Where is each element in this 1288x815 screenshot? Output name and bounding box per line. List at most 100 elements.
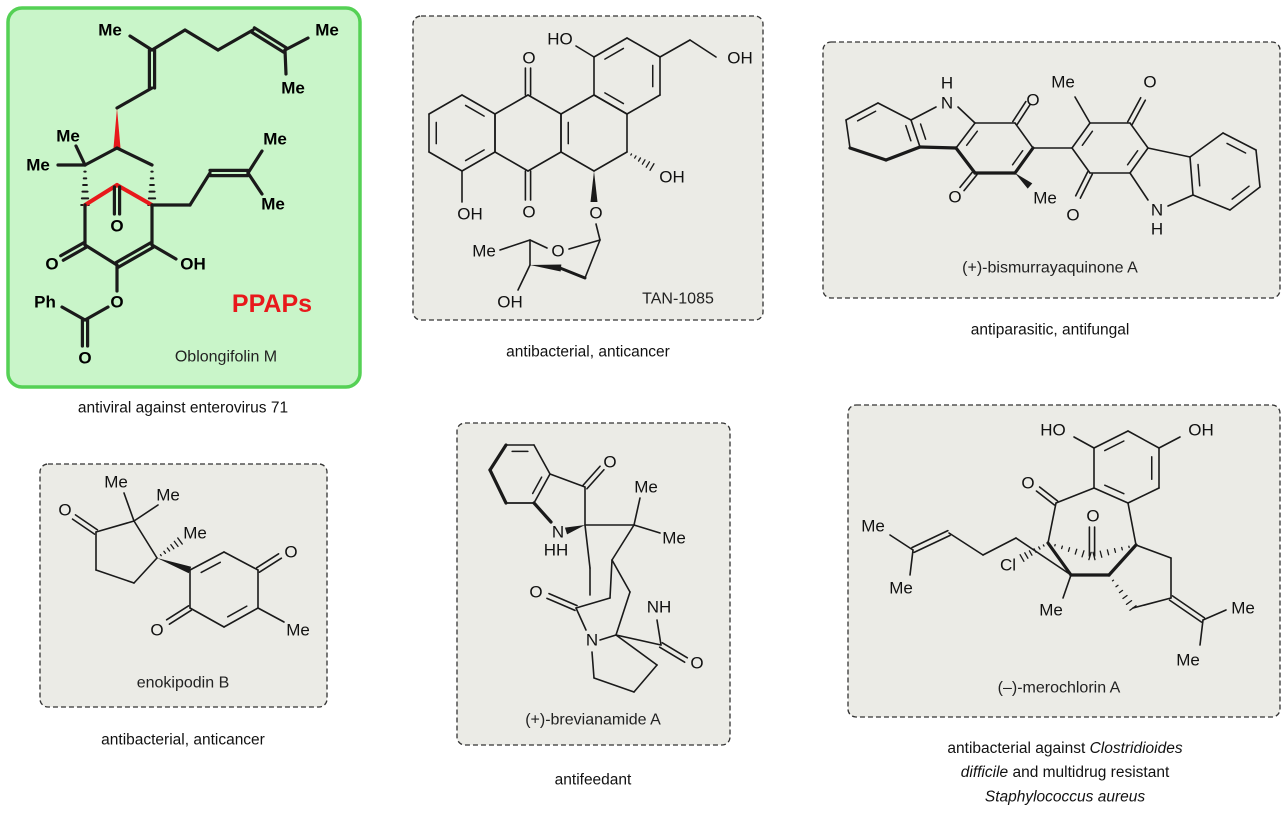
bond xyxy=(133,520,158,559)
bond xyxy=(461,151,496,172)
bond xyxy=(250,30,286,54)
bond xyxy=(982,537,1017,556)
bond xyxy=(955,122,976,149)
atom-label: Me xyxy=(1231,599,1255,618)
bond xyxy=(1042,544,1045,547)
bond xyxy=(1189,132,1224,158)
atom-label: Cl xyxy=(1000,556,1016,575)
bond xyxy=(283,36,310,52)
bond xyxy=(252,26,288,50)
bond xyxy=(641,159,646,165)
bond xyxy=(200,561,222,574)
atom-label: OH xyxy=(457,205,483,224)
activity-caption: antibacterial, anticancer xyxy=(101,732,265,749)
bond xyxy=(223,551,259,571)
atom-label: N xyxy=(941,94,953,113)
atom-label: Me xyxy=(286,621,310,640)
bond xyxy=(1118,589,1124,594)
bond xyxy=(488,443,508,472)
bond xyxy=(1121,546,1123,551)
compound-name: TAN-1085 xyxy=(642,291,714,308)
bond xyxy=(913,534,951,554)
bond xyxy=(1127,502,1137,546)
bond xyxy=(258,557,283,573)
bond xyxy=(1104,484,1125,495)
bond xyxy=(533,473,551,504)
bond xyxy=(959,170,974,189)
bond xyxy=(905,124,912,142)
bond xyxy=(464,149,485,162)
bond xyxy=(649,163,655,171)
bond xyxy=(963,173,978,192)
bond-layer xyxy=(56,26,1261,693)
atom-label: Me xyxy=(889,579,913,598)
atom-label: Me xyxy=(472,242,496,261)
compound-name: Oblongifolin M xyxy=(175,349,277,366)
activity-caption: antifeedant xyxy=(555,772,632,789)
bond xyxy=(83,183,119,207)
bond xyxy=(1129,122,1149,149)
bond xyxy=(1189,156,1194,196)
bond xyxy=(586,468,605,490)
atom-label: Me xyxy=(104,473,128,492)
bond xyxy=(115,146,154,167)
bond xyxy=(848,146,888,162)
bond xyxy=(1093,487,1129,504)
bond xyxy=(257,607,285,623)
molecule-enokipodin-b: Me Me O Me O O Me enokipodin B xyxy=(58,473,309,692)
bond xyxy=(128,34,154,52)
bond xyxy=(568,239,601,250)
bond xyxy=(1231,185,1250,200)
bond xyxy=(1014,122,1034,149)
bond xyxy=(115,86,154,110)
bond xyxy=(1255,149,1261,188)
compound-name: (+)-bismurrayaquinone A xyxy=(962,260,1138,277)
bond xyxy=(918,145,958,150)
bond xyxy=(1074,171,1089,197)
atom-label: O xyxy=(1021,474,1034,493)
bond xyxy=(177,537,183,545)
bond xyxy=(216,28,255,52)
bond xyxy=(1062,574,1072,599)
panel-box-brevianamide xyxy=(456,422,731,746)
bond xyxy=(661,641,689,659)
bond xyxy=(549,473,586,488)
bond xyxy=(1079,173,1094,199)
bond xyxy=(1107,543,1138,577)
molecule-brevianamide-a: O Me N HH Me O NH N O (+)-brevianamide A xyxy=(525,453,703,729)
bond xyxy=(1167,194,1194,207)
bond xyxy=(1074,548,1078,555)
atom-label: OH xyxy=(497,293,523,312)
bond xyxy=(1038,546,1041,550)
compound-class-label: PPAPs xyxy=(232,290,312,318)
panel-box-oblongifolin xyxy=(6,6,362,389)
bond xyxy=(133,504,159,522)
bond xyxy=(1129,147,1149,174)
atom-label: O xyxy=(589,204,602,223)
panel-box-bismurrayaquinone xyxy=(822,41,1281,299)
bond xyxy=(59,241,86,258)
bond xyxy=(246,149,264,175)
bond xyxy=(1081,550,1085,558)
activity-caption: antiviral against enterovirus 71 xyxy=(78,400,288,417)
bond xyxy=(1171,595,1206,619)
bond xyxy=(1125,599,1133,606)
bond xyxy=(911,529,949,549)
bond xyxy=(1071,122,1091,149)
bond xyxy=(633,664,658,693)
bond xyxy=(1033,548,1037,553)
atom-label: OH xyxy=(659,168,685,187)
caption-text: and multidrug resistant xyxy=(1008,764,1170,781)
bond xyxy=(1158,436,1181,449)
bond xyxy=(575,45,595,58)
bond xyxy=(189,551,225,571)
bond xyxy=(1135,544,1172,559)
atom-label: O xyxy=(1066,206,1079,225)
atom-label: O xyxy=(522,49,535,68)
bond xyxy=(948,532,984,556)
molecule-tan-1085: HO OH O O OH OH O Me O OH TAN-1085 xyxy=(457,30,753,312)
atom-label: Me xyxy=(26,156,50,175)
atom-label: OH xyxy=(180,255,206,274)
bond xyxy=(74,144,87,167)
